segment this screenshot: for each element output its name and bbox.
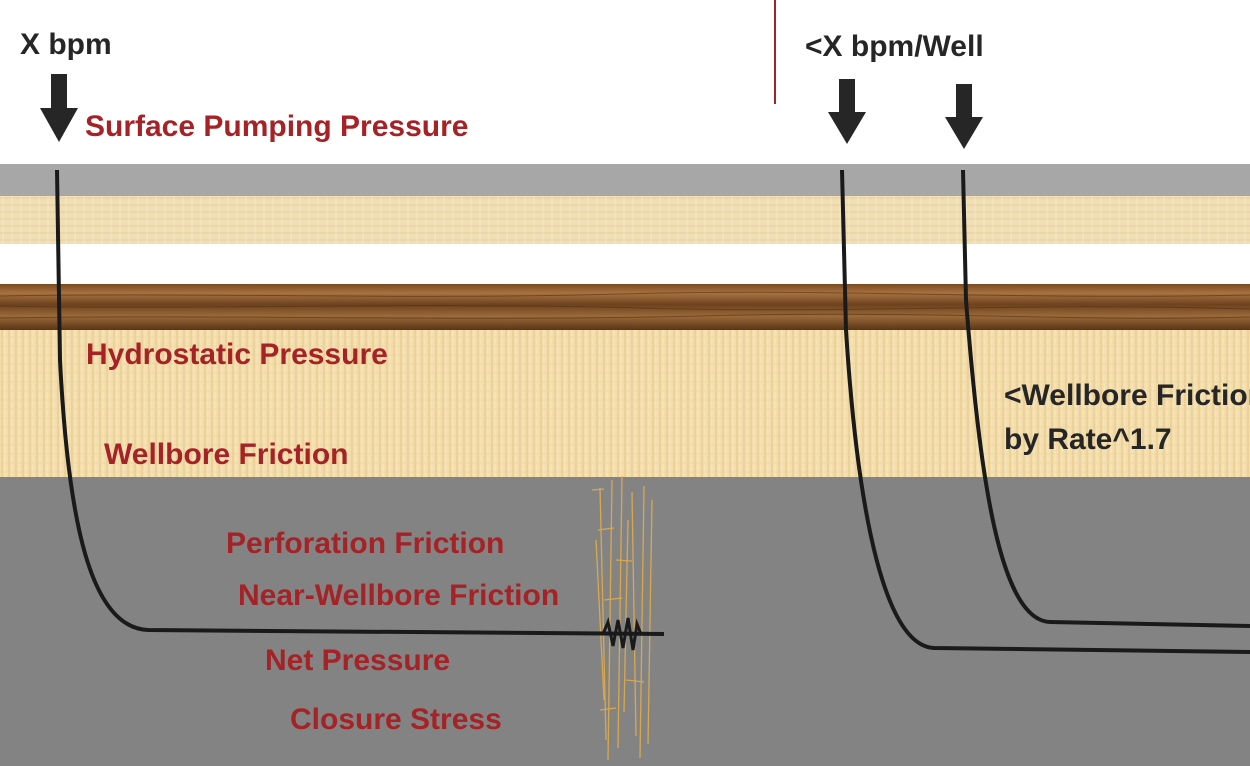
perforation-friction-label: Perforation Friction [226, 527, 505, 560]
surface-pumping-pressure-label: Surface Pumping Pressure [85, 110, 469, 143]
net-pressure-label: Net Pressure [265, 644, 451, 677]
right-arrow-icon-1 [828, 79, 866, 144]
left-rate-label: X bpm [20, 28, 112, 61]
right-wellbore-1 [840, 169, 1250, 654]
layer-gray-top [0, 164, 1250, 196]
layer-sand [0, 330, 1250, 477]
right-rate-label: <X bpm/Well [805, 30, 984, 63]
wellbore-friction-label: Wellbore Friction [104, 438, 349, 471]
hydrostatic-pressure-label: Hydrostatic Pressure [86, 338, 388, 371]
closure-stress-label: Closure Stress [290, 703, 502, 736]
fracture-network [591, 475, 653, 761]
friction-note-line1: <Wellbore Friction [1004, 379, 1250, 412]
perforation-burst [601, 616, 643, 651]
layer-tan [0, 196, 1250, 244]
wood-grain [0, 291, 1250, 319]
layer-white-gap [0, 244, 1250, 284]
near-wellbore-friction-label: Near-Wellbore Friction [238, 579, 560, 612]
right-arrow-icon-2 [945, 84, 983, 149]
left-arrow-icon [40, 74, 78, 142]
right-wellbore-2 [961, 169, 1250, 628]
left-wellbore [55, 169, 665, 636]
friction-note-line2: by Rate^1.7 [1004, 423, 1172, 456]
